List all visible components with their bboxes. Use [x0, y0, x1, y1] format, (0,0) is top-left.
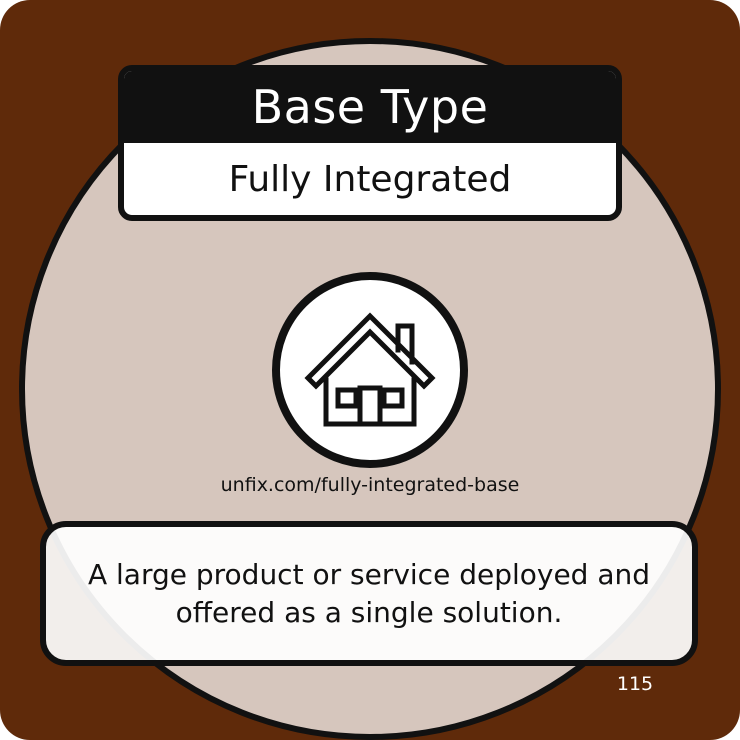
house-icon — [304, 312, 436, 427]
title-box: Base Type Fully Integrated — [118, 65, 622, 221]
description-box: A large product or service deployed and … — [40, 521, 698, 666]
card-description: A large product or service deployed and … — [87, 557, 651, 629]
icon-badge — [272, 272, 468, 468]
page-number: 115 — [588, 668, 682, 700]
card-title: Base Type — [124, 71, 616, 143]
card-subtitle: Fully Integrated — [228, 158, 512, 200]
card-url-link[interactable]: unfix.com/fully-integrated-base — [220, 474, 520, 496]
